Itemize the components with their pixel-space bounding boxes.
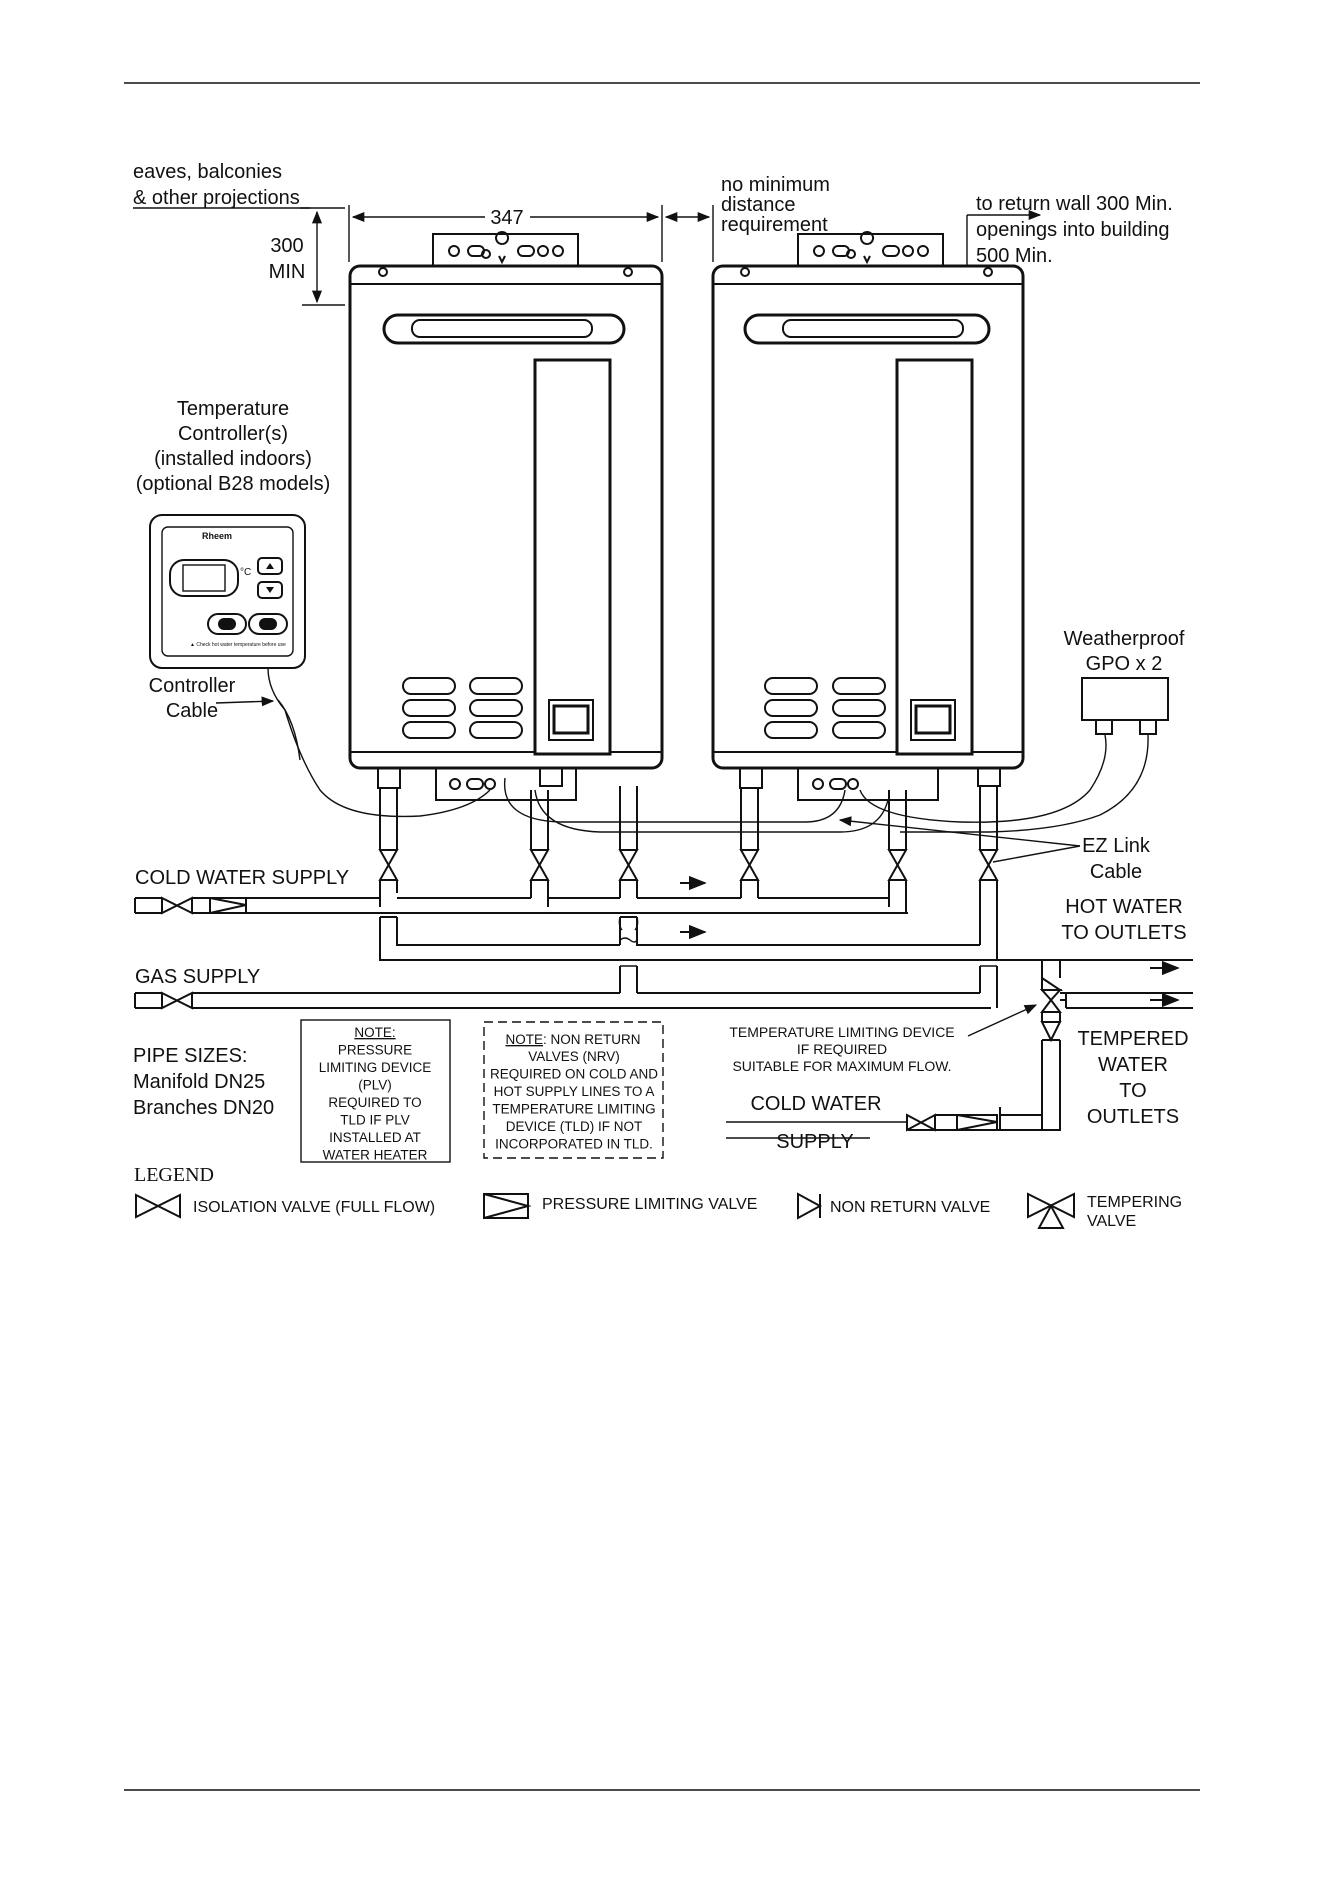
water-heater-right xyxy=(711,231,1025,801)
cold-water-2-label-line-1: COLD WATER xyxy=(750,1093,881,1115)
note-plv-line-8: WATER HEATER xyxy=(323,1148,428,1163)
pipe-sizes-label-line-1: PIPE SIZES: xyxy=(133,1045,247,1067)
return-wall-label-line-2: openings into building xyxy=(976,219,1170,241)
water-heater-left xyxy=(348,231,664,801)
controller-cable-label-line-1: Controller xyxy=(149,675,236,697)
tempered-water-label-line-4: OUTLETS xyxy=(1087,1106,1179,1128)
dimensions xyxy=(133,205,1042,306)
no-minimum-label-line-3: requirement xyxy=(721,214,828,236)
note-nrv-line-6: DEVICE (TLD) IF NOT xyxy=(506,1119,643,1134)
eaves-label-line-2: & other projections xyxy=(133,187,300,209)
dim-300-label-line-1: 300 xyxy=(270,235,303,257)
note-plv-line-7: INSTALLED AT xyxy=(329,1130,421,1145)
vertical-valve-6 xyxy=(978,849,999,881)
return-wall-label-line-1: to return wall 300 Min. xyxy=(976,193,1173,215)
temperature-controller: Rheem °C ▲ Check hot water temperature b… xyxy=(149,514,306,669)
ez-link-cable xyxy=(503,734,1107,823)
hot-water-label-line-1: HOT WATER xyxy=(1065,896,1182,918)
pipe-sizes-label-line-3: Branches DN20 xyxy=(133,1097,274,1119)
tempered-water-label-line-2: WATER xyxy=(1098,1054,1168,1076)
tempered-water-label-line-3: TO xyxy=(1119,1080,1146,1102)
cold-water-manifold xyxy=(134,875,908,915)
note-plv-line-3: LIMITING DEVICE xyxy=(319,1060,432,1075)
note-nrv-box xyxy=(483,1021,664,1159)
cold-water-supply-label: COLD WATER SUPPLY xyxy=(135,867,349,889)
ez-link-cable-label-line-1: EZ Link xyxy=(1082,835,1151,857)
weatherproof-gpo-label-line-2: GPO x 2 xyxy=(1086,653,1163,675)
svg-text:Rheem: Rheem xyxy=(202,531,232,541)
vertical-valve-4 xyxy=(739,849,760,881)
cold-water-2-label-line-2: SUPPLY xyxy=(776,1131,853,1153)
legend-non-return-valve-label: NON RETURN VALVE xyxy=(830,1199,990,1216)
vertical-valve-5 xyxy=(887,849,908,881)
weatherproof-gpo-label-line-1: Weatherproof xyxy=(1064,628,1185,650)
ez-link-cable-label-line-2: Cable xyxy=(1090,861,1142,883)
eaves-label-line-1: eaves, balconies xyxy=(133,161,282,183)
note-nrv-line-1: NOTE: NON RETURN xyxy=(505,1032,640,1047)
tld-label-line-1: TEMPERATURE LIMITING DEVICE xyxy=(729,1024,954,1040)
hot-water-manifold xyxy=(379,916,1193,976)
tld-label-line-3: SUITABLE FOR MAXIMUM FLOW. xyxy=(732,1058,951,1074)
dim-347-label: 347 xyxy=(490,207,523,229)
hot-water-label-line-2: TO OUTLETS xyxy=(1061,922,1186,944)
legend-tempering-valve-line-2: VALVE xyxy=(1087,1213,1136,1230)
note-plv-line-1: NOTE: xyxy=(354,1025,395,1040)
note-nrv-heading: NOTE xyxy=(505,1032,543,1047)
legend-isolation-valve-label: ISOLATION VALVE (FULL FLOW) xyxy=(193,1199,435,1216)
note-plv-line-4: (PLV) xyxy=(358,1078,392,1093)
note-nrv-line-7: INCORPORATED IN TLD. xyxy=(495,1137,653,1152)
tempering-valve-assembly xyxy=(726,960,1193,1139)
note-nrv-line-2: VALVES (NRV) xyxy=(528,1049,620,1064)
svg-text:°C: °C xyxy=(240,567,251,578)
temperature-controller-label-line-1: Temperature xyxy=(177,398,289,420)
pipe-sizes-label-line-2: Manifold DN25 xyxy=(133,1071,265,1093)
note-nrv-line-5: TEMPERATURE LIMITING xyxy=(492,1102,655,1117)
vertical-valve-1 xyxy=(378,849,399,881)
tempered-water-label-line-1: TEMPERED xyxy=(1077,1028,1188,1050)
controller-cable-label-line-2: Cable xyxy=(166,700,218,722)
return-wall-label-line-3: 500 Min. xyxy=(976,245,1053,267)
note-nrv-line-3: REQUIRED ON COLD AND xyxy=(490,1067,658,1082)
note-nrv-line-4: HOT SUPPLY LINES TO A xyxy=(494,1084,655,1099)
temperature-controller-label-line-4: (optional B28 models) xyxy=(136,473,331,495)
temperature-controller-label-line-3: (installed indoors) xyxy=(154,448,312,470)
no-minimum-label-line-2: distance xyxy=(721,194,796,216)
no-minimum-label-line-1: no minimum xyxy=(721,174,830,196)
vertical-valve-3 xyxy=(618,849,639,881)
legend-tempering-valve-line-1: TEMPERING xyxy=(1087,1194,1182,1211)
note-nrv-first: : NON RETURN xyxy=(543,1032,641,1047)
unit-pipes xyxy=(378,786,999,960)
legend-symbols xyxy=(135,1192,1075,1229)
vertical-valve-2 xyxy=(529,849,550,881)
labels: eaves, balconies & other projections 300MI… xyxy=(133,161,1189,1230)
gas-supply-label: GAS SUPPLY xyxy=(135,966,260,988)
temperature-controller-label-line-2: Controller(s) xyxy=(178,423,288,445)
note-plv-box xyxy=(300,1019,451,1163)
gas-manifold xyxy=(134,965,998,1010)
note-plv-line-5: REQUIRED TO xyxy=(328,1095,421,1110)
note-plv-line-2: PRESSURE xyxy=(338,1043,412,1058)
note-plv-line-6: TLD IF PLV xyxy=(340,1113,410,1128)
svg-text:▲ Check hot water temperature: ▲ Check hot water temperature before use xyxy=(190,642,286,648)
legend-title: LEGEND xyxy=(134,1164,214,1186)
tld-label-line-2: IF REQUIRED xyxy=(797,1041,887,1057)
weatherproof-gpo xyxy=(1081,677,1169,735)
legend-pressure-limiting-valve-label: PRESSURE LIMITING VALVE xyxy=(542,1196,757,1213)
dim-300-label-line-2: MIN xyxy=(269,261,306,283)
